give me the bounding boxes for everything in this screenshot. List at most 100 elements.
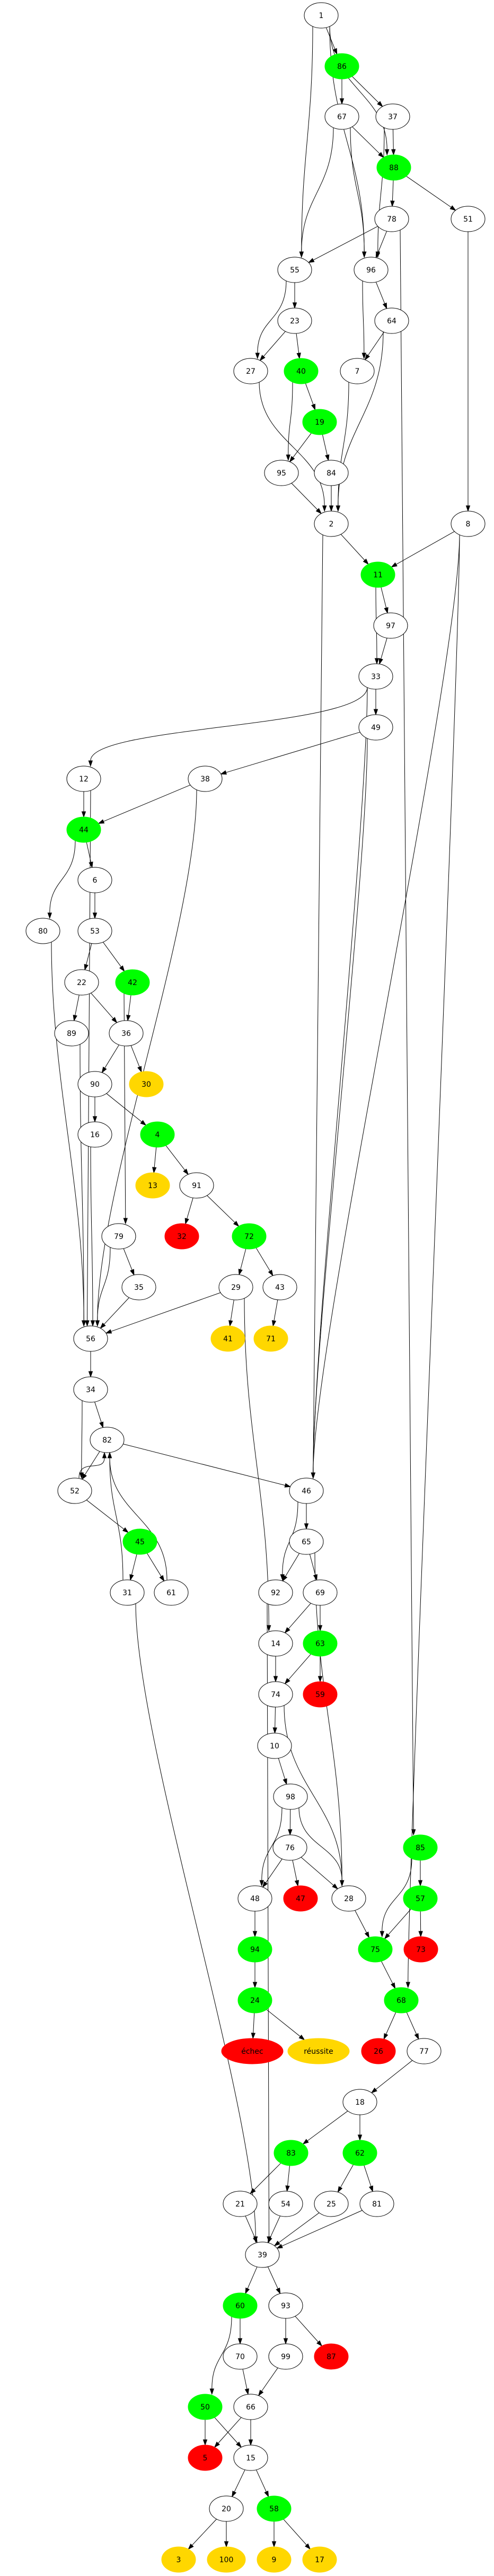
graph-node-21[interactable]: 21	[223, 2191, 258, 2217]
node-ellipse[interactable]	[303, 1681, 338, 1708]
graph-node-40[interactable]: 40	[284, 358, 319, 384]
node-ellipse[interactable]	[451, 511, 486, 537]
graph-node-24[interactable]: 24	[237, 1987, 272, 2014]
node-ellipse[interactable]	[237, 1885, 272, 1912]
graph-node-80[interactable]: 80	[25, 918, 60, 944]
node-ellipse[interactable]	[403, 1936, 438, 1963]
node-ellipse[interactable]	[188, 2445, 223, 2471]
graph-node-73[interactable]: 73	[403, 1936, 438, 1963]
graph-node-81[interactable]: 81	[359, 2191, 394, 2217]
node-ellipse[interactable]	[403, 1885, 438, 1912]
node-ellipse[interactable]	[210, 1325, 245, 1352]
node-ellipse[interactable]	[164, 1223, 199, 1250]
node-ellipse[interactable]	[302, 2546, 337, 2573]
graph-node-100[interactable]: 100	[207, 2546, 246, 2573]
node-ellipse[interactable]	[233, 358, 268, 384]
graph-node-31[interactable]: 31	[110, 1579, 145, 1606]
node-ellipse[interactable]	[340, 358, 375, 384]
graph-node-20[interactable]: 20	[209, 2495, 244, 2522]
node-ellipse[interactable]	[277, 257, 312, 283]
node-ellipse[interactable]	[277, 307, 312, 334]
graph-node-11[interactable]: 11	[360, 561, 395, 588]
graph-node-91[interactable]: 91	[179, 1172, 214, 1199]
graph-node-78[interactable]: 78	[374, 206, 409, 232]
node-ellipse[interactable]	[233, 2445, 268, 2471]
node-ellipse[interactable]	[245, 2241, 280, 2268]
node-ellipse[interactable]	[232, 1223, 267, 1250]
graph-node-53[interactable]: 53	[77, 918, 112, 944]
node-ellipse[interactable]	[268, 2191, 303, 2217]
graph-node-7[interactable]: 7	[340, 358, 375, 384]
graph-node-28[interactable]: 28	[331, 1885, 366, 1912]
graph-node-16[interactable]: 16	[77, 1121, 112, 1148]
node-ellipse[interactable]	[253, 1325, 288, 1352]
graph-node-86[interactable]: 86	[324, 53, 359, 80]
node-ellipse[interactable]	[122, 1528, 157, 1555]
graph-node-76[interactable]: 76	[272, 1834, 307, 1861]
node-ellipse[interactable]	[207, 2546, 246, 2573]
graph-node-82[interactable]: 82	[90, 1427, 125, 1453]
graph-node-17[interactable]: 17	[302, 2546, 337, 2573]
graph-node-65[interactable]: 65	[289, 1528, 324, 1555]
graph-node-70[interactable]: 70	[223, 2343, 258, 2370]
graph-node-47[interactable]: 47	[283, 1885, 318, 1912]
node-ellipse[interactable]	[77, 918, 112, 944]
node-ellipse[interactable]	[179, 1172, 214, 1199]
graph-node-58[interactable]: 58	[257, 2495, 292, 2522]
node-ellipse[interactable]	[374, 307, 409, 334]
graph-node-reussite[interactable]: réussite	[287, 2038, 350, 2064]
graph-node-4[interactable]: 4	[140, 1121, 175, 1148]
graph-node-39[interactable]: 39	[245, 2241, 280, 2268]
graph-node-2[interactable]: 2	[314, 511, 349, 537]
node-ellipse[interactable]	[109, 1020, 144, 1047]
node-ellipse[interactable]	[283, 1885, 318, 1912]
node-ellipse[interactable]	[324, 53, 359, 80]
node-ellipse[interactable]	[258, 1681, 293, 1708]
graph-node-60[interactable]: 60	[223, 2292, 258, 2319]
node-ellipse[interactable]	[257, 2495, 292, 2522]
graph-node-32[interactable]: 32	[164, 1223, 199, 1250]
node-ellipse[interactable]	[331, 1885, 366, 1912]
node-ellipse[interactable]	[110, 1579, 145, 1606]
node-ellipse[interactable]	[375, 103, 410, 130]
graph-node-5[interactable]: 5	[188, 2445, 223, 2471]
graph-node-89[interactable]: 89	[54, 1020, 89, 1047]
graph-node-18[interactable]: 18	[342, 2089, 377, 2115]
node-ellipse[interactable]	[73, 1376, 108, 1403]
node-ellipse[interactable]	[218, 1274, 253, 1300]
graph-node-29[interactable]: 29	[218, 1274, 253, 1300]
node-ellipse[interactable]	[287, 2038, 350, 2064]
graph-node-10[interactable]: 10	[257, 1733, 292, 1759]
graph-node-85[interactable]: 85	[403, 1834, 438, 1861]
node-ellipse[interactable]	[273, 1783, 308, 1810]
graph-node-51[interactable]: 51	[451, 206, 486, 232]
node-ellipse[interactable]	[358, 1936, 393, 1963]
node-ellipse[interactable]	[154, 1579, 189, 1606]
node-ellipse[interactable]	[257, 1733, 292, 1759]
node-ellipse[interactable]	[284, 358, 319, 384]
node-ellipse[interactable]	[324, 103, 359, 130]
node-ellipse[interactable]	[25, 918, 60, 944]
node-ellipse[interactable]	[90, 1427, 125, 1453]
graph-node-67[interactable]: 67	[324, 103, 359, 130]
node-ellipse[interactable]	[342, 2140, 377, 2166]
graph-node-42[interactable]: 42	[115, 969, 150, 996]
node-ellipse[interactable]	[237, 1936, 272, 1963]
node-ellipse[interactable]	[64, 969, 99, 996]
node-ellipse[interactable]	[358, 714, 393, 741]
node-ellipse[interactable]	[262, 1274, 297, 1300]
node-ellipse[interactable]	[302, 409, 337, 435]
graph-node-77[interactable]: 77	[407, 2038, 442, 2064]
graph-node-34[interactable]: 34	[73, 1376, 108, 1403]
node-ellipse[interactable]	[129, 1071, 164, 1097]
node-ellipse[interactable]	[272, 1834, 307, 1861]
node-ellipse[interactable]	[121, 1274, 156, 1300]
graph-node-22[interactable]: 22	[64, 969, 99, 996]
node-ellipse[interactable]	[373, 612, 408, 639]
graph-node-48[interactable]: 48	[237, 1885, 272, 1912]
node-ellipse[interactable]	[188, 766, 223, 792]
graph-node-94[interactable]: 94	[237, 1936, 272, 1963]
graph-node-57[interactable]: 57	[403, 1885, 438, 1912]
node-ellipse[interactable]	[209, 2495, 244, 2522]
graph-node-92[interactable]: 92	[258, 1579, 293, 1606]
